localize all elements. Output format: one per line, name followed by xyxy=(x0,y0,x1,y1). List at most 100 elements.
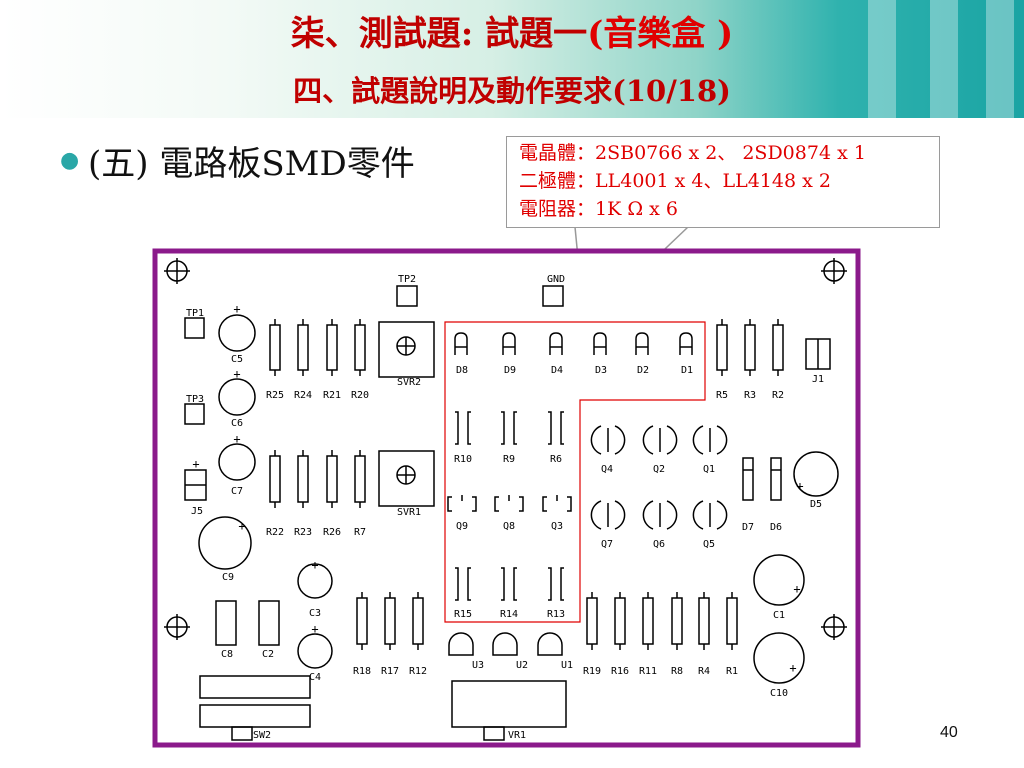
label-r3: R3 xyxy=(744,390,756,401)
slide-title: 柒、測試題: 試題一(音樂盒 ) xyxy=(0,6,1024,55)
capacitor-c3 xyxy=(297,563,333,599)
smd-transistor-q3 xyxy=(542,496,547,512)
label-tp3: TP3 xyxy=(186,394,204,405)
transistor-q5 xyxy=(692,500,704,530)
label-r20: R20 xyxy=(351,390,369,401)
label-u3: U3 xyxy=(472,660,484,671)
plus-sign: + xyxy=(796,479,803,493)
label-c7: C7 xyxy=(231,486,243,497)
label-r13: R13 xyxy=(547,609,565,620)
label-r7: R7 xyxy=(354,527,366,538)
transistor-q6 xyxy=(642,500,654,530)
label-r10: R10 xyxy=(454,454,472,465)
plus-sign: + xyxy=(233,302,240,316)
smd-resistor-r14 xyxy=(501,567,505,601)
label-r12: R12 xyxy=(409,666,427,677)
label-d9: D9 xyxy=(504,365,516,376)
plus-sign: + xyxy=(793,582,800,596)
label-r11: R11 xyxy=(639,666,657,677)
smd-resistor-side xyxy=(560,567,564,601)
capacitor-d5 xyxy=(793,451,839,497)
label-r15: R15 xyxy=(454,609,472,620)
capacitor-c5 xyxy=(218,314,256,352)
capacitor-c6 xyxy=(218,378,256,416)
plus-sign: + xyxy=(311,558,318,572)
label-c2: C2 xyxy=(262,649,274,660)
callout-line-resistor: 電阻器：1K Ω x 6 xyxy=(519,198,678,220)
label-r26: R26 xyxy=(323,527,341,538)
callout-line-diode: 二極體：LL4001 x 4、LL4148 x 2 xyxy=(519,170,831,192)
smd-resistor-side xyxy=(467,567,471,601)
label-gnd: GND xyxy=(547,274,565,285)
smd-transistor-q8 xyxy=(494,496,499,512)
label-r25: R25 xyxy=(266,390,284,401)
transistor-side xyxy=(666,425,678,455)
smd-diode-d4 xyxy=(549,332,563,355)
label-r6: R6 xyxy=(550,454,562,465)
label-u1: U1 xyxy=(561,660,573,671)
label-q7: Q7 xyxy=(601,539,613,550)
label-c3: C3 xyxy=(309,608,321,619)
smd-resistor-side xyxy=(560,411,564,445)
label-d2: D2 xyxy=(637,365,649,376)
callout-line-transistor: 電晶體：2SB0766 x 2、 2SD0874 x 1 xyxy=(519,142,866,164)
pad-tp2 xyxy=(396,285,418,307)
plus-sign: + xyxy=(233,432,240,446)
label-r14: R14 xyxy=(500,609,518,620)
capacitor-c4 xyxy=(297,633,333,669)
label-c6: C6 xyxy=(231,418,243,429)
transistor-side xyxy=(716,500,728,530)
label-d6: D6 xyxy=(770,522,782,533)
label-q2: Q2 xyxy=(653,464,665,475)
label-c5: C5 xyxy=(231,354,243,365)
label-q6: Q6 xyxy=(653,539,665,550)
slide-title-highlight: (音樂盒 ) xyxy=(587,14,734,54)
bullet-dot-icon: ● xyxy=(60,148,80,173)
transistor-q4 xyxy=(590,425,602,455)
pad-c2 xyxy=(258,600,280,646)
banner-stripe xyxy=(930,0,958,118)
label-r21: R21 xyxy=(323,390,341,401)
label-j5: J5 xyxy=(191,506,203,517)
bullet-text: (五) 電路板SMD零件 xyxy=(88,144,415,184)
label-d8: D8 xyxy=(456,365,468,376)
smd-resistor-r15 xyxy=(455,567,459,601)
smd-transistor-side xyxy=(472,496,477,512)
pad-tp3 xyxy=(184,403,205,425)
smd-diode-d3 xyxy=(593,332,607,355)
pad-c8 xyxy=(215,600,237,646)
label-c4: C4 xyxy=(309,672,321,683)
transistor-side xyxy=(716,425,728,455)
plus-sign: + xyxy=(789,661,796,675)
smd-resistor-side xyxy=(513,567,517,601)
transistor-q2 xyxy=(642,425,654,455)
label-r4: R4 xyxy=(698,666,710,677)
label-d5: D5 xyxy=(810,499,822,510)
trimmer-svr2 xyxy=(378,321,435,378)
regulator-u1 xyxy=(537,632,563,656)
label-q5: Q5 xyxy=(703,539,715,550)
plus-sign: + xyxy=(192,457,199,471)
label-r9: R9 xyxy=(503,454,515,465)
label-c1: C1 xyxy=(773,610,785,621)
slide-title-main: 柒、測試題: 試題一 xyxy=(290,14,588,54)
smd-transistor-side xyxy=(567,496,572,512)
banner-stripe xyxy=(986,0,1014,118)
label-q8: Q8 xyxy=(503,521,515,532)
label-sw2: SW2 xyxy=(253,730,271,741)
diode-d6 xyxy=(770,457,782,501)
plus-sign: + xyxy=(233,367,240,381)
transistor-side xyxy=(666,500,678,530)
smd-diode-d8 xyxy=(454,332,468,355)
plus-sign: + xyxy=(311,622,318,636)
label-r8: R8 xyxy=(671,666,683,677)
label-vr1: VR1 xyxy=(508,730,526,741)
label-d7: D7 xyxy=(742,522,754,533)
label-r18: R18 xyxy=(353,666,371,677)
smd-resistor-r10 xyxy=(455,411,459,445)
pad-gnd xyxy=(542,285,564,307)
label-r22: R22 xyxy=(266,527,284,538)
label-d3: D3 xyxy=(595,365,607,376)
smd-resistor-side xyxy=(467,411,471,445)
banner-stripe xyxy=(868,0,896,118)
